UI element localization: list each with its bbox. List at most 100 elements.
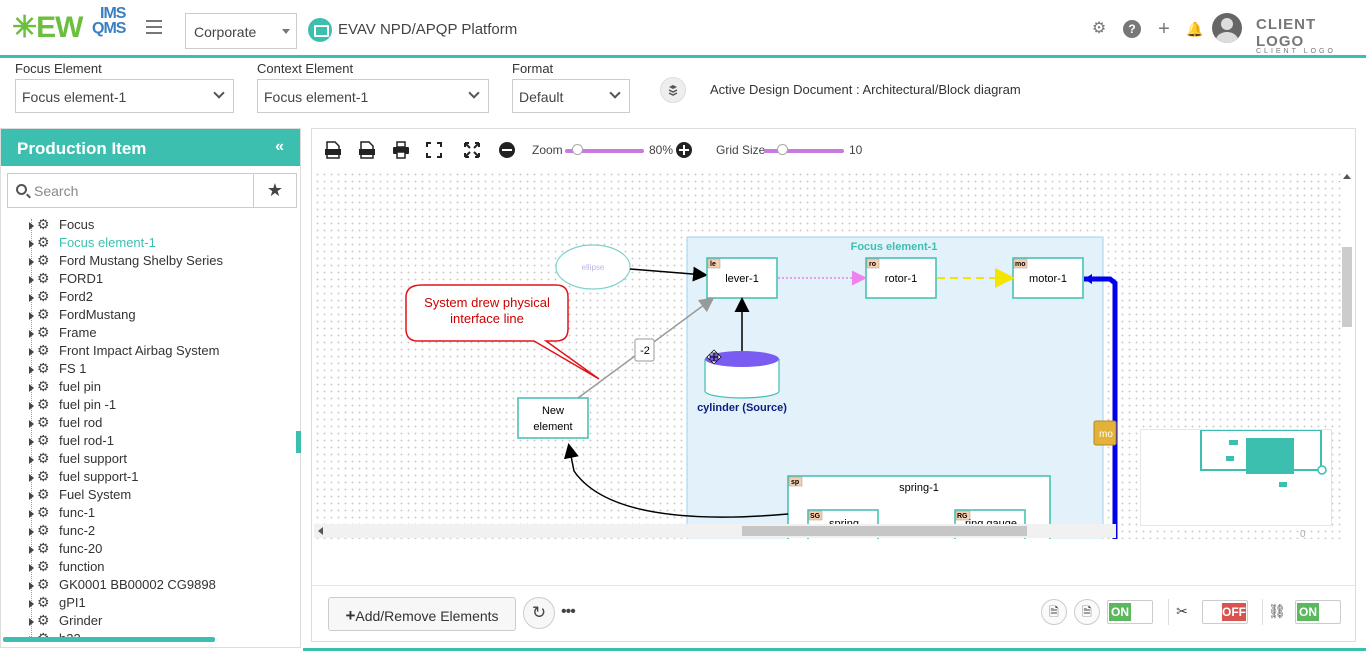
zoom-in-icon[interactable]: [675, 141, 693, 164]
expand-triangle-icon[interactable]: [29, 257, 34, 266]
expand-triangle-icon[interactable]: [29, 239, 34, 248]
tree-item[interactable]: ⚙Focus element-1: [29, 234, 156, 252]
expand-triangle-icon[interactable]: [29, 509, 34, 518]
tree-item[interactable]: ⚙FORD1: [29, 270, 103, 288]
help-icon[interactable]: ?: [1123, 20, 1141, 38]
zoom-slider-knob[interactable]: [572, 144, 583, 155]
expand-triangle-icon[interactable]: [29, 455, 34, 464]
focus-element-select[interactable]: Focus element-1: [15, 79, 234, 113]
expand-triangle-icon[interactable]: [29, 617, 34, 626]
gear-icon[interactable]: ⚙: [1091, 20, 1107, 37]
tree-item[interactable]: ⚙fuel rod: [29, 414, 102, 432]
tree-item[interactable]: ⚙func-1: [29, 504, 95, 522]
format-select[interactable]: Default: [512, 79, 630, 113]
tree-item[interactable]: ⚙fuel pin: [29, 378, 101, 396]
document-icon[interactable]: 🗎: [1041, 599, 1067, 625]
zoom-out-icon[interactable]: [498, 141, 516, 164]
tree-item[interactable]: ⚙fuel support-1: [29, 468, 139, 486]
grid-size-knob[interactable]: [777, 144, 788, 155]
zoom-slider[interactable]: [565, 149, 644, 153]
tree-item[interactable]: ⚙Front Impact Airbag System: [29, 342, 219, 360]
expand-triangle-icon[interactable]: [29, 599, 34, 608]
expand-triangle-icon[interactable]: [29, 311, 34, 320]
tree-item[interactable]: ⚙fuel rod-1: [29, 432, 114, 450]
tree-item[interactable]: ⚙func-2: [29, 522, 95, 540]
vertical-scrollbar[interactable]: [296, 431, 301, 453]
expand-triangle-icon[interactable]: [29, 221, 34, 230]
side-tag[interactable]: [1093, 420, 1117, 446]
diagram-vertical-scrollbar[interactable]: [1340, 174, 1354, 537]
cylinder-node[interactable]: [704, 359, 780, 399]
expand-triangle-icon[interactable]: [29, 419, 34, 428]
bell-icon[interactable]: 🔔: [1186, 21, 1204, 37]
unlink-icon[interactable]: ⛓: [1268, 603, 1286, 619]
search-input[interactable]: Search: [7, 173, 254, 208]
tree-item[interactable]: ⚙func-20: [29, 540, 102, 558]
toggle-1[interactable]: ON: [1107, 600, 1153, 624]
tree-item[interactable]: ⚙fuel support: [29, 450, 127, 468]
expand-triangle-icon[interactable]: [29, 545, 34, 554]
vertical-scroll-thumb[interactable]: [1342, 247, 1352, 327]
more-options-icon[interactable]: •••: [561, 603, 576, 620]
expand-triangle-icon[interactable]: [29, 401, 34, 410]
tools-icon[interactable]: ✂: [1176, 603, 1188, 619]
company-select[interactable]: Corporate: [185, 13, 297, 49]
toggle-2[interactable]: OFF: [1202, 600, 1248, 624]
menu-icon[interactable]: [146, 20, 162, 34]
grid-size-slider[interactable]: [764, 149, 844, 153]
tree-item[interactable]: ⚙gPI1: [29, 594, 86, 612]
expand-triangle-icon[interactable]: [29, 437, 34, 446]
refresh-icon[interactable]: ↻: [523, 597, 555, 629]
export-svg-icon[interactable]: [324, 141, 342, 164]
edge-ellipse-lever[interactable]: [629, 266, 708, 282]
expand-triangle-icon[interactable]: [29, 293, 34, 302]
layers-icon[interactable]: [660, 77, 686, 103]
scroll-left-icon[interactable]: [318, 527, 323, 535]
expand-triangle-icon[interactable]: [29, 383, 34, 392]
expand-triangle-icon[interactable]: [29, 527, 34, 536]
plus-icon[interactable]: +: [1158, 18, 1170, 40]
new-element-node[interactable]: [517, 397, 589, 439]
avatar[interactable]: [1212, 13, 1242, 43]
tree-item[interactable]: ⚙Fuel System: [29, 486, 131, 504]
expand-triangle-icon[interactable]: [29, 563, 34, 572]
ellipse-node[interactable]: [555, 244, 631, 290]
context-element-select[interactable]: Focus element-1: [257, 79, 489, 113]
expand-triangle-icon[interactable]: [29, 491, 34, 500]
add-remove-elements-button[interactable]: +Add/Remove Elements: [328, 597, 516, 631]
fit-screen-icon[interactable]: [425, 141, 443, 164]
horizontal-scroll-thumb[interactable]: [742, 526, 1027, 536]
minimap[interactable]: [1140, 429, 1332, 526]
tree-item[interactable]: ⚙fuel pin -1: [29, 396, 116, 414]
toggle-3[interactable]: ON: [1295, 600, 1341, 624]
tree-item[interactable]: ⚙Focus: [29, 216, 94, 234]
expand-triangle-icon[interactable]: [29, 365, 34, 374]
tree-item[interactable]: ⚙GK0001 BB00002 CG9898: [29, 576, 216, 594]
expand-triangle-icon[interactable]: [29, 347, 34, 356]
tree-item[interactable]: ⚙function: [29, 558, 105, 576]
diagram-horizontal-scrollbar[interactable]: [314, 524, 1116, 538]
edge-spring-new[interactable]: [563, 443, 789, 518]
expand-triangle-icon[interactable]: [29, 329, 34, 338]
favorites-star-icon[interactable]: ★: [253, 173, 297, 208]
tree-item[interactable]: ⚙Frame: [29, 324, 97, 342]
document-alt-icon[interactable]: 🗎: [1074, 599, 1100, 625]
edge-label-box[interactable]: [634, 338, 655, 362]
horizontal-scrollbar[interactable]: [3, 637, 215, 642]
expand-triangle-icon[interactable]: [29, 473, 34, 482]
minimap-resize-handle[interactable]: [1317, 465, 1327, 475]
tree-item[interactable]: ⚙FS 1: [29, 360, 86, 378]
tree-item[interactable]: ⚙Ford2: [29, 288, 93, 306]
scroll-up-icon[interactable]: [1343, 174, 1351, 179]
export-png-icon[interactable]: [358, 141, 376, 164]
collapse-icon[interactable]: «: [275, 138, 284, 155]
tree-item[interactable]: ⚙Ford Mustang Shelby Series: [29, 252, 223, 270]
tree-item[interactable]: ⚙FordMustang: [29, 306, 136, 324]
expand-triangle-icon[interactable]: [29, 581, 34, 590]
print-icon[interactable]: [392, 141, 410, 164]
edge-motor-blue[interactable]: [1084, 276, 1118, 539]
expand-triangle-icon[interactable]: [29, 275, 34, 284]
fullscreen-icon[interactable]: [463, 141, 481, 164]
tree-item[interactable]: ⚙Grinder: [29, 612, 102, 630]
